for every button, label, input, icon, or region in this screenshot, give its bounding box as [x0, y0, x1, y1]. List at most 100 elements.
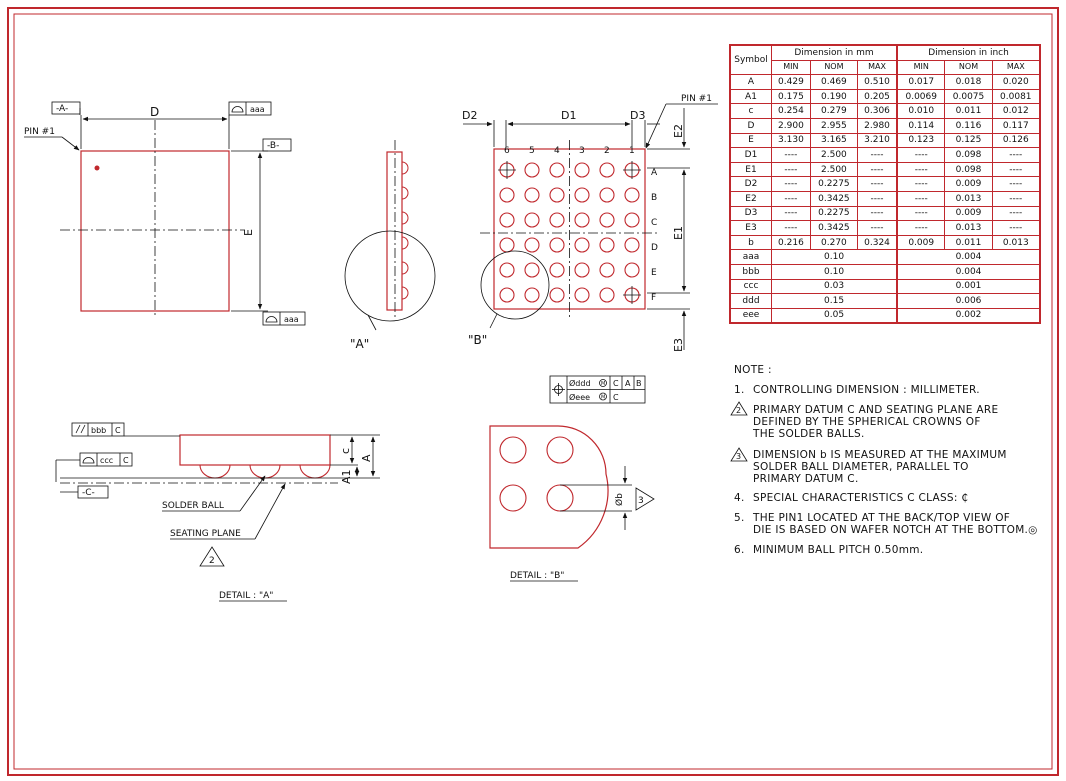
row-symbol: c	[729, 103, 772, 119]
row-letter: D	[651, 243, 658, 253]
row-value: ----	[856, 220, 898, 236]
dim-e3-label: E3	[672, 338, 685, 352]
solder-ball	[549, 237, 565, 253]
row-value: 0.2275	[809, 176, 858, 192]
note-3-triangle	[635, 487, 655, 511]
row-value: 0.205	[856, 88, 898, 105]
fcf-row1-datum-3: B	[636, 379, 642, 388]
tolerance-inch: 0.006	[896, 293, 1041, 309]
datum-a-label: -A-	[56, 104, 68, 114]
row-value: 0.020	[991, 74, 1041, 90]
detail-b-ball	[546, 436, 574, 464]
dimension-row: D1----2.500--------0.098----	[729, 147, 1041, 163]
parallel-datum-label: C	[115, 426, 121, 435]
row-value: ----	[896, 161, 946, 178]
row-value: 0.011	[944, 234, 993, 251]
row-value: 0.012	[991, 103, 1041, 119]
row-value: 0.018	[944, 74, 993, 90]
solder-ball-label: SOLDER BALL	[162, 501, 224, 511]
row-symbol: D1	[729, 147, 772, 163]
note-text: MINIMUM BALL PITCH 0.50mm.	[753, 544, 924, 556]
solder-ball	[524, 237, 540, 253]
row-value: ----	[771, 147, 811, 163]
ball-grid	[480, 140, 660, 320]
row-value: 2.900	[771, 117, 811, 134]
dim-b-label: Øb	[614, 493, 625, 506]
profile-datum-label: C	[123, 456, 129, 465]
side-ball	[401, 211, 409, 225]
dimension-row: E1----2.500--------0.098----	[729, 161, 1041, 178]
dimension-row: D3----0.2275--------0.009----	[729, 205, 1041, 222]
tolerance-inch: 0.002	[896, 307, 1041, 324]
side-ball	[401, 236, 409, 250]
row-value: 2.980	[856, 117, 898, 134]
solder-ball	[624, 262, 640, 278]
row-value: 0.009	[896, 234, 946, 251]
solder-ball	[499, 187, 515, 203]
dimension-row: E3----0.3425--------0.013----	[729, 220, 1041, 236]
row-value: 0.116	[944, 117, 993, 134]
die-detail-a	[179, 434, 331, 466]
column-number: 2	[604, 146, 610, 156]
row-value: 0.125	[944, 132, 993, 149]
detail-b: Øddd M C A B Øeee M C Øb 3 DETAIL : "B"	[489, 375, 655, 582]
row-symbol: E2	[729, 190, 772, 207]
solder-ball	[574, 237, 590, 253]
dim-a-label: A	[360, 454, 373, 462]
row-value: 0.017	[896, 74, 946, 90]
row-value: 0.3425	[809, 190, 858, 207]
row-value: ----	[991, 147, 1041, 163]
row-value: ----	[991, 220, 1041, 236]
solder-ball	[549, 162, 565, 178]
note-text: CONTROLLING DIMENSION : MILLIMETER.	[753, 384, 980, 396]
row-value: 0.270	[809, 234, 858, 251]
row-symbol: A1	[729, 88, 772, 105]
row-value: 2.500	[809, 161, 858, 178]
row-value: 0.279	[809, 103, 858, 119]
row-symbol: b	[729, 234, 772, 251]
column-number: 3	[579, 146, 585, 156]
detail-b-circle	[480, 250, 550, 320]
row-value: 3.210	[856, 132, 898, 149]
dim-d1-label: D1	[561, 109, 576, 122]
row-value: ----	[991, 161, 1041, 178]
row-value: ----	[771, 190, 811, 207]
subheader: NOM	[809, 59, 858, 76]
dim-e2-label: E2	[672, 124, 685, 138]
row-value: ----	[856, 161, 898, 178]
row-symbol: D3	[729, 205, 772, 222]
detail-b-caption: DETAIL : "B"	[510, 571, 564, 581]
note-2-triangle	[199, 546, 225, 567]
detail-a: c A A1 bbb C ccc C -C- SOLDER BALL SEATI…	[55, 422, 380, 602]
solder-ball	[499, 237, 515, 253]
row-letter: E	[651, 268, 657, 278]
row-value: 0.013	[944, 220, 993, 236]
flatness-top-label: aaa	[250, 105, 265, 114]
row-value: 3.130	[771, 132, 811, 149]
note-text: THE PIN1 LOCATED AT THE BACK/TOP VIEW OF…	[753, 512, 1038, 536]
row-value: 0.175	[771, 88, 811, 105]
dim-e-label: E	[242, 229, 255, 236]
dim-e1-label: E1	[672, 226, 685, 240]
side-balls	[401, 161, 409, 300]
row-value: 0.098	[944, 147, 993, 163]
mm-header: Dimension in mm	[771, 44, 898, 61]
tolerance-mm: 0.05	[771, 307, 898, 324]
solder-ball	[549, 212, 565, 228]
seating-plane-label: SEATING PLANE	[170, 529, 241, 539]
detail-a-ball	[199, 464, 231, 479]
row-value: 0.009	[944, 205, 993, 222]
subheader: MAX	[856, 59, 898, 76]
row-value: ----	[771, 205, 811, 222]
row-value: ----	[896, 220, 946, 236]
row-value: 0.190	[809, 88, 858, 105]
solder-ball	[499, 262, 515, 278]
